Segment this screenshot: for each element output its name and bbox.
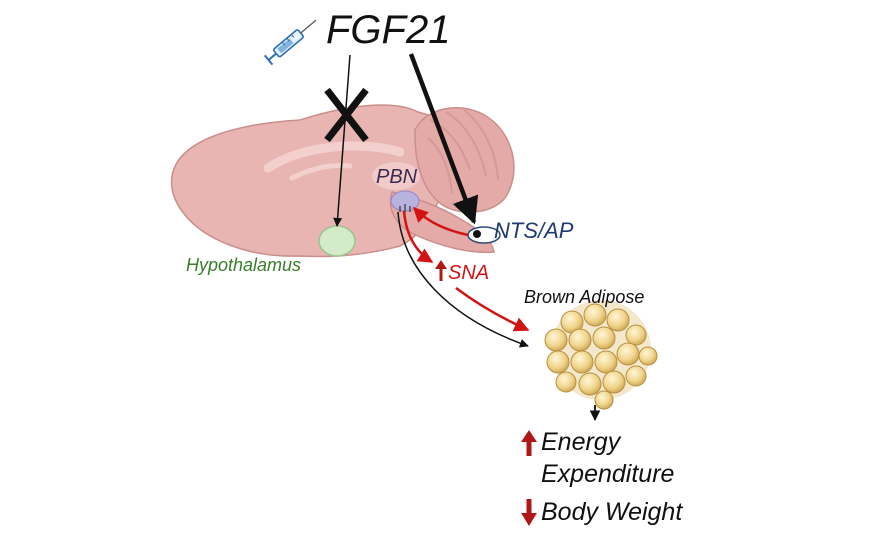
up-arrow-icon [521, 430, 537, 456]
brain-sulcus [289, 163, 353, 181]
down-arrow-icon [521, 499, 537, 526]
corpus-callosum [263, 141, 405, 173]
nts-ap-nucleus [473, 230, 481, 238]
brain-highlight [372, 162, 420, 190]
cerebellum-folia [427, 109, 499, 195]
nts-to-pbn-arrow [412, 206, 469, 237]
sna-to-adipose-arrow [455, 286, 530, 332]
hypothalamus-label: Hypothalamus [186, 255, 302, 275]
pbn-to-adipose-arrow [397, 211, 529, 348]
hypothalamus-region [318, 225, 356, 257]
pbn-to-sna-arrow [402, 210, 434, 264]
expenditure-label: Expenditure [541, 460, 675, 488]
block-x-icon [324, 87, 369, 143]
fgf21-to-nts-arrow [408, 53, 479, 225]
sna-label: SNA [448, 262, 490, 284]
nts-ap-label: NTS/AP [494, 218, 574, 243]
syringe-icon [263, 19, 317, 66]
brown-adipose-tissue [544, 300, 658, 410]
energy-label: Energy [541, 428, 621, 456]
fgf21-to-hypothalamus-arrow [333, 54, 351, 227]
brown-adipose-label: Brown Adipose [524, 287, 645, 307]
pbn-label: PBN [376, 166, 418, 188]
fgf21-title: FGF21 [326, 8, 451, 52]
body-weight-label: Body Weight [541, 498, 683, 526]
up-arrow-icon [435, 260, 447, 281]
